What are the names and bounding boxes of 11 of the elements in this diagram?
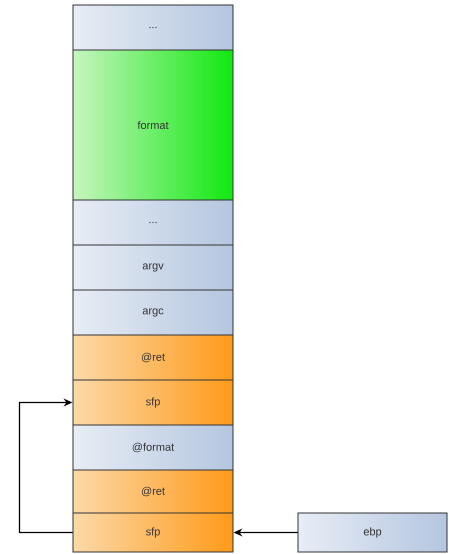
memory-cell: ebp: [298, 512, 448, 552]
memory-cell: argc: [72, 290, 234, 336]
frame-cell: sfp: [72, 512, 234, 552]
arrow: [18, 398, 72, 534]
frame-cell: @ret: [72, 334, 234, 380]
frame-cell: sfp: [72, 380, 234, 426]
memory-cell: ...: [72, 200, 234, 246]
memory-cell: ...: [72, 4, 234, 50]
memory-cell: @format: [72, 424, 234, 470]
memory-cell: argv: [72, 244, 234, 290]
frame-cell: @ret: [72, 470, 234, 514]
